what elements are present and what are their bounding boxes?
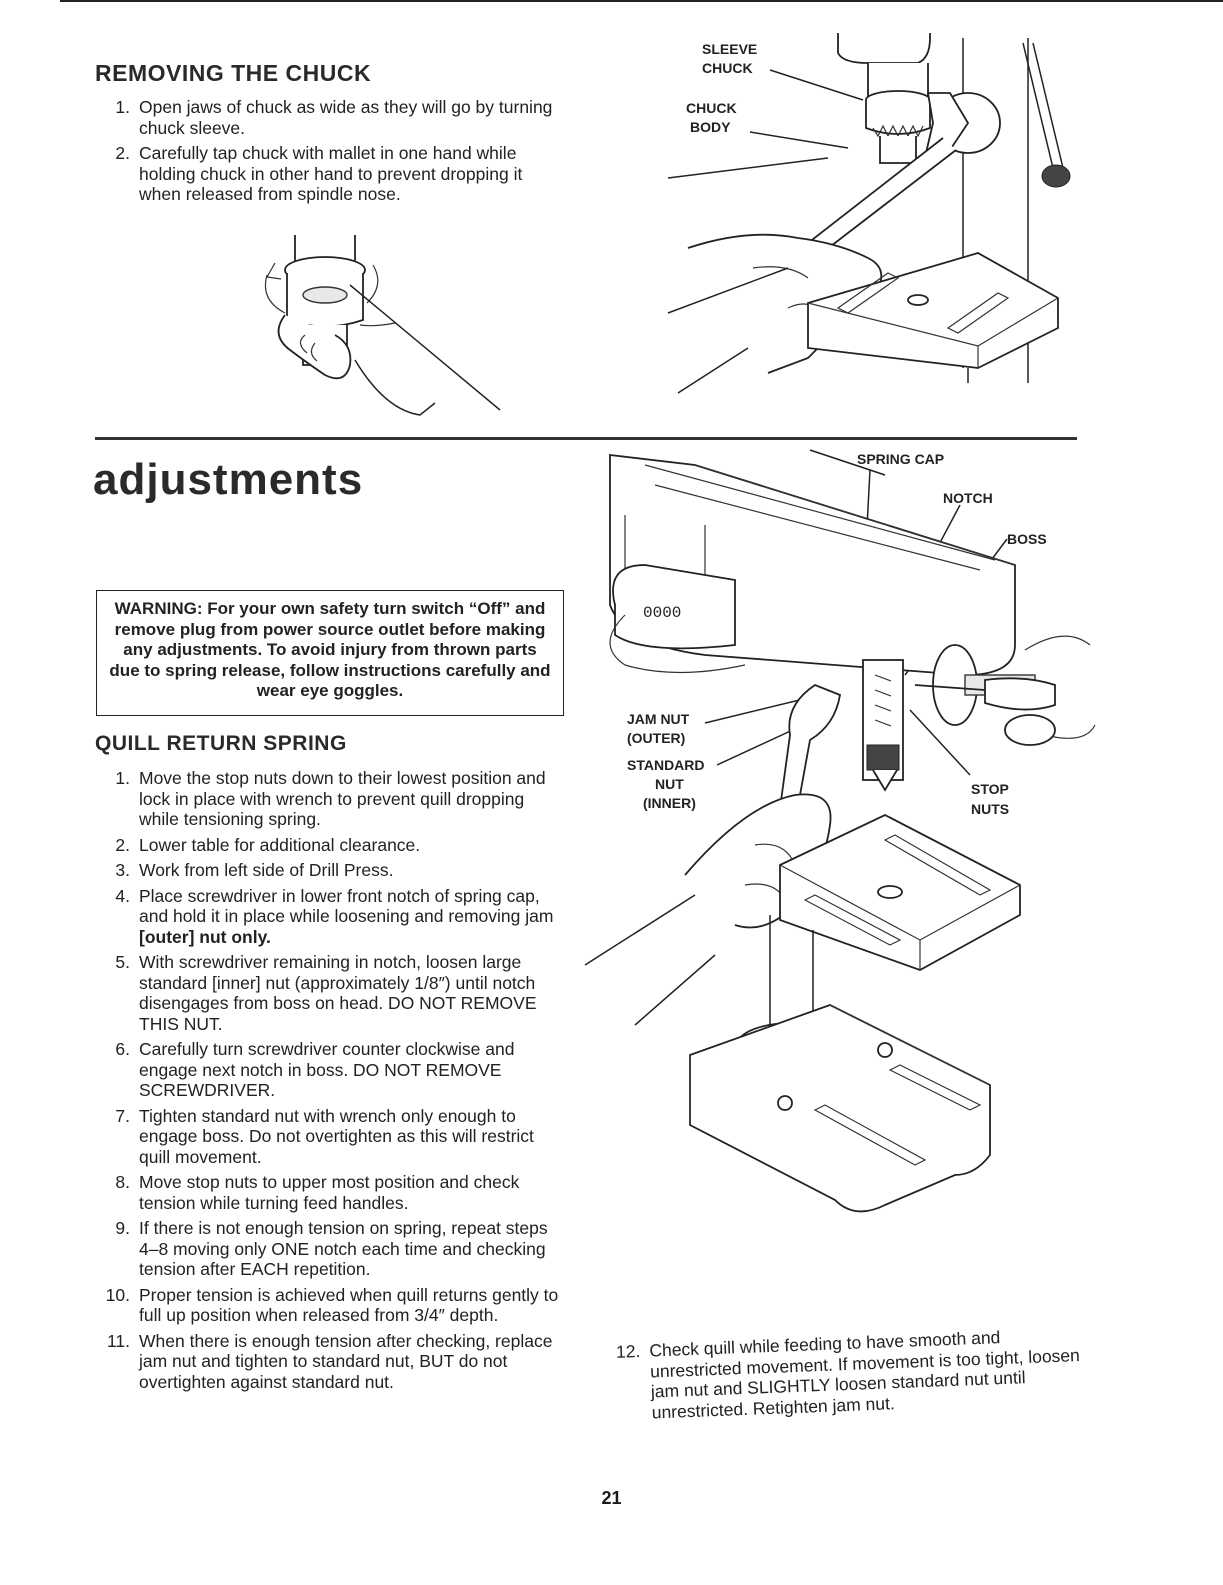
list-item: 1.Open jaws of chuck as wide as they wil… — [115, 97, 553, 138]
list-item: 3.Work from left side of Drill Press. — [115, 860, 394, 880]
callout-sleeve: SLEEVE — [702, 41, 757, 57]
callout-standard-inner: (INNER) — [643, 795, 696, 811]
list-item: 1.Move the stop nuts down to their lowes… — [115, 768, 546, 829]
quill-spring-step-12: 12.Check quill while feeding to have smo… — [612, 1324, 1093, 1429]
callout-spring-cap: SPRING CAP — [857, 451, 944, 467]
list-item: 7.Tighten standard nut with wrench only … — [115, 1105, 534, 1167]
page-number: 21 — [601, 1488, 622, 1508]
section-heading-removing-chuck: REMOVING THE CHUCK — [95, 60, 372, 86]
quill-spring-steps: 1.Move the stop nuts down to their lowes… — [102, 768, 567, 1397]
list-item: 12.Check quill while feeding to have smo… — [615, 1327, 1081, 1423]
list-item: 5.With screwdriver remaining in notch, l… — [115, 952, 537, 1034]
callout-chuck-body-2: BODY — [690, 119, 731, 135]
list-item: 10.Proper tension is achieved when quill… — [105, 1284, 559, 1326]
callout-jam-nut: JAM NUT — [627, 711, 690, 727]
chuck-hand-illustration — [264, 235, 501, 416]
callout-standard: STANDARD — [627, 757, 705, 773]
list-item: 4.Place screwdriver in lower front notch… — [115, 885, 554, 947]
list-item: 9.If there is not enough tension on spri… — [115, 1218, 548, 1279]
list-item: 2.Lower table for additional clearance. — [115, 834, 421, 855]
warning-box: WARNING: For your own safety turn switch… — [96, 590, 564, 716]
list-item: 8.Move stop nuts to upper most position … — [115, 1172, 520, 1213]
list-item: 11.When there is enough tension after ch… — [106, 1330, 553, 1392]
callout-stop: STOP — [971, 781, 1009, 797]
list-item: 2.Carefully tap chuck with mallet in one… — [115, 143, 523, 204]
list-item: 6.Carefully turn screwdriver counter clo… — [115, 1039, 515, 1100]
callout-standard-nut: NUT — [655, 776, 684, 792]
callout-boss: BOSS — [1007, 531, 1047, 547]
callout-chuck: CHUCK — [702, 60, 753, 76]
section-divider — [95, 437, 1077, 440]
removing-chuck-steps: 1.Open jaws of chuck as wide as they wil… — [102, 97, 567, 210]
section-heading-quill-return-spring: QUILL RETURN SPRING — [95, 732, 347, 755]
drill-press-spring-illustration: SPRING CAP NOTCH BOSS JAM NUT (OUTER) ST… — [584, 449, 1096, 1213]
mallet-chuck-illustration: SLEEVE CHUCK CHUCK BODY — [667, 33, 1071, 394]
section-heading-adjustments: adjustments — [93, 455, 364, 504]
callout-notch: NOTCH — [943, 490, 993, 506]
callout-stop-nuts: NUTS — [971, 801, 1009, 817]
top-border-line — [60, 0, 1223, 2]
callout-jam-nut-outer: (OUTER) — [627, 730, 685, 746]
callout-chuck-body-1: CHUCK — [686, 100, 737, 116]
svg-text:0000: 0000 — [643, 604, 681, 622]
